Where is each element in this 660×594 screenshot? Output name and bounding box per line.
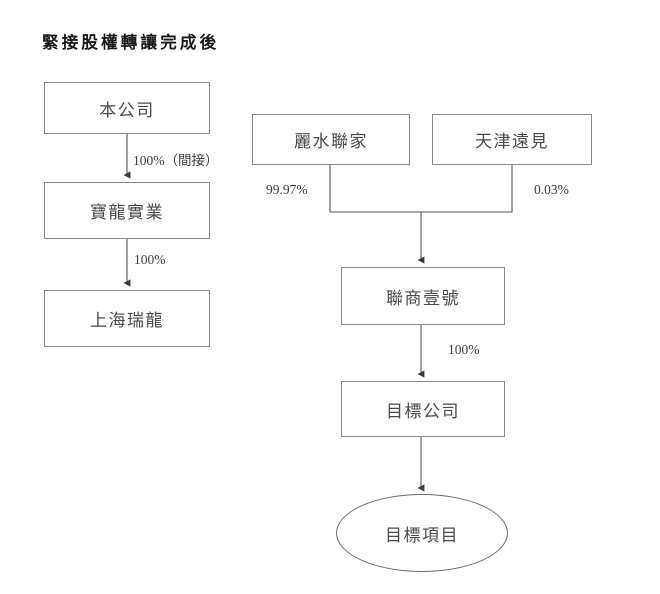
edge-label-company-baolong: 100%（間接） [133,153,219,168]
edge-label-tianjin-lianshang: 0.03% [534,182,569,197]
node-tianjin-yuanjian[interactable]: 天津遠見 [432,114,592,165]
node-lishui-lianjia-label: 麗水聯家 [294,132,368,151]
node-target-project[interactable]: 目標項目 [336,494,508,572]
node-target-project-label: 目標項目 [385,525,459,545]
edge-label-lianshang-target-company: 100% [448,342,480,357]
page-title: 緊接股權轉讓完成後 [42,34,220,52]
edge-label-lishui-lianshang: 99.97% [266,182,308,197]
node-lianshang-yihao-label: 聯商壹號 [386,288,460,308]
node-baolong-label: 寶龍實業 [90,203,164,222]
node-lishui-lianjia[interactable]: 麗水聯家 [252,114,410,165]
node-company[interactable]: 本公司 [44,82,210,134]
node-baolong[interactable]: 寶龍實業 [44,182,210,239]
node-company-label: 本公司 [99,100,155,120]
edge-label-baolong-shanghai-ruilong: 100% [134,252,166,267]
node-target-company[interactable]: 目標公司 [341,381,505,437]
node-lianshang-yihao[interactable]: 聯商壹號 [341,267,505,325]
node-target-company-label: 目標公司 [386,401,460,421]
node-shanghai-ruilong[interactable]: 上海瑞龍 [44,290,210,347]
node-tianjin-yuanjian-label: 天津遠見 [475,132,549,151]
node-shanghai-ruilong-label: 上海瑞龍 [90,311,164,330]
